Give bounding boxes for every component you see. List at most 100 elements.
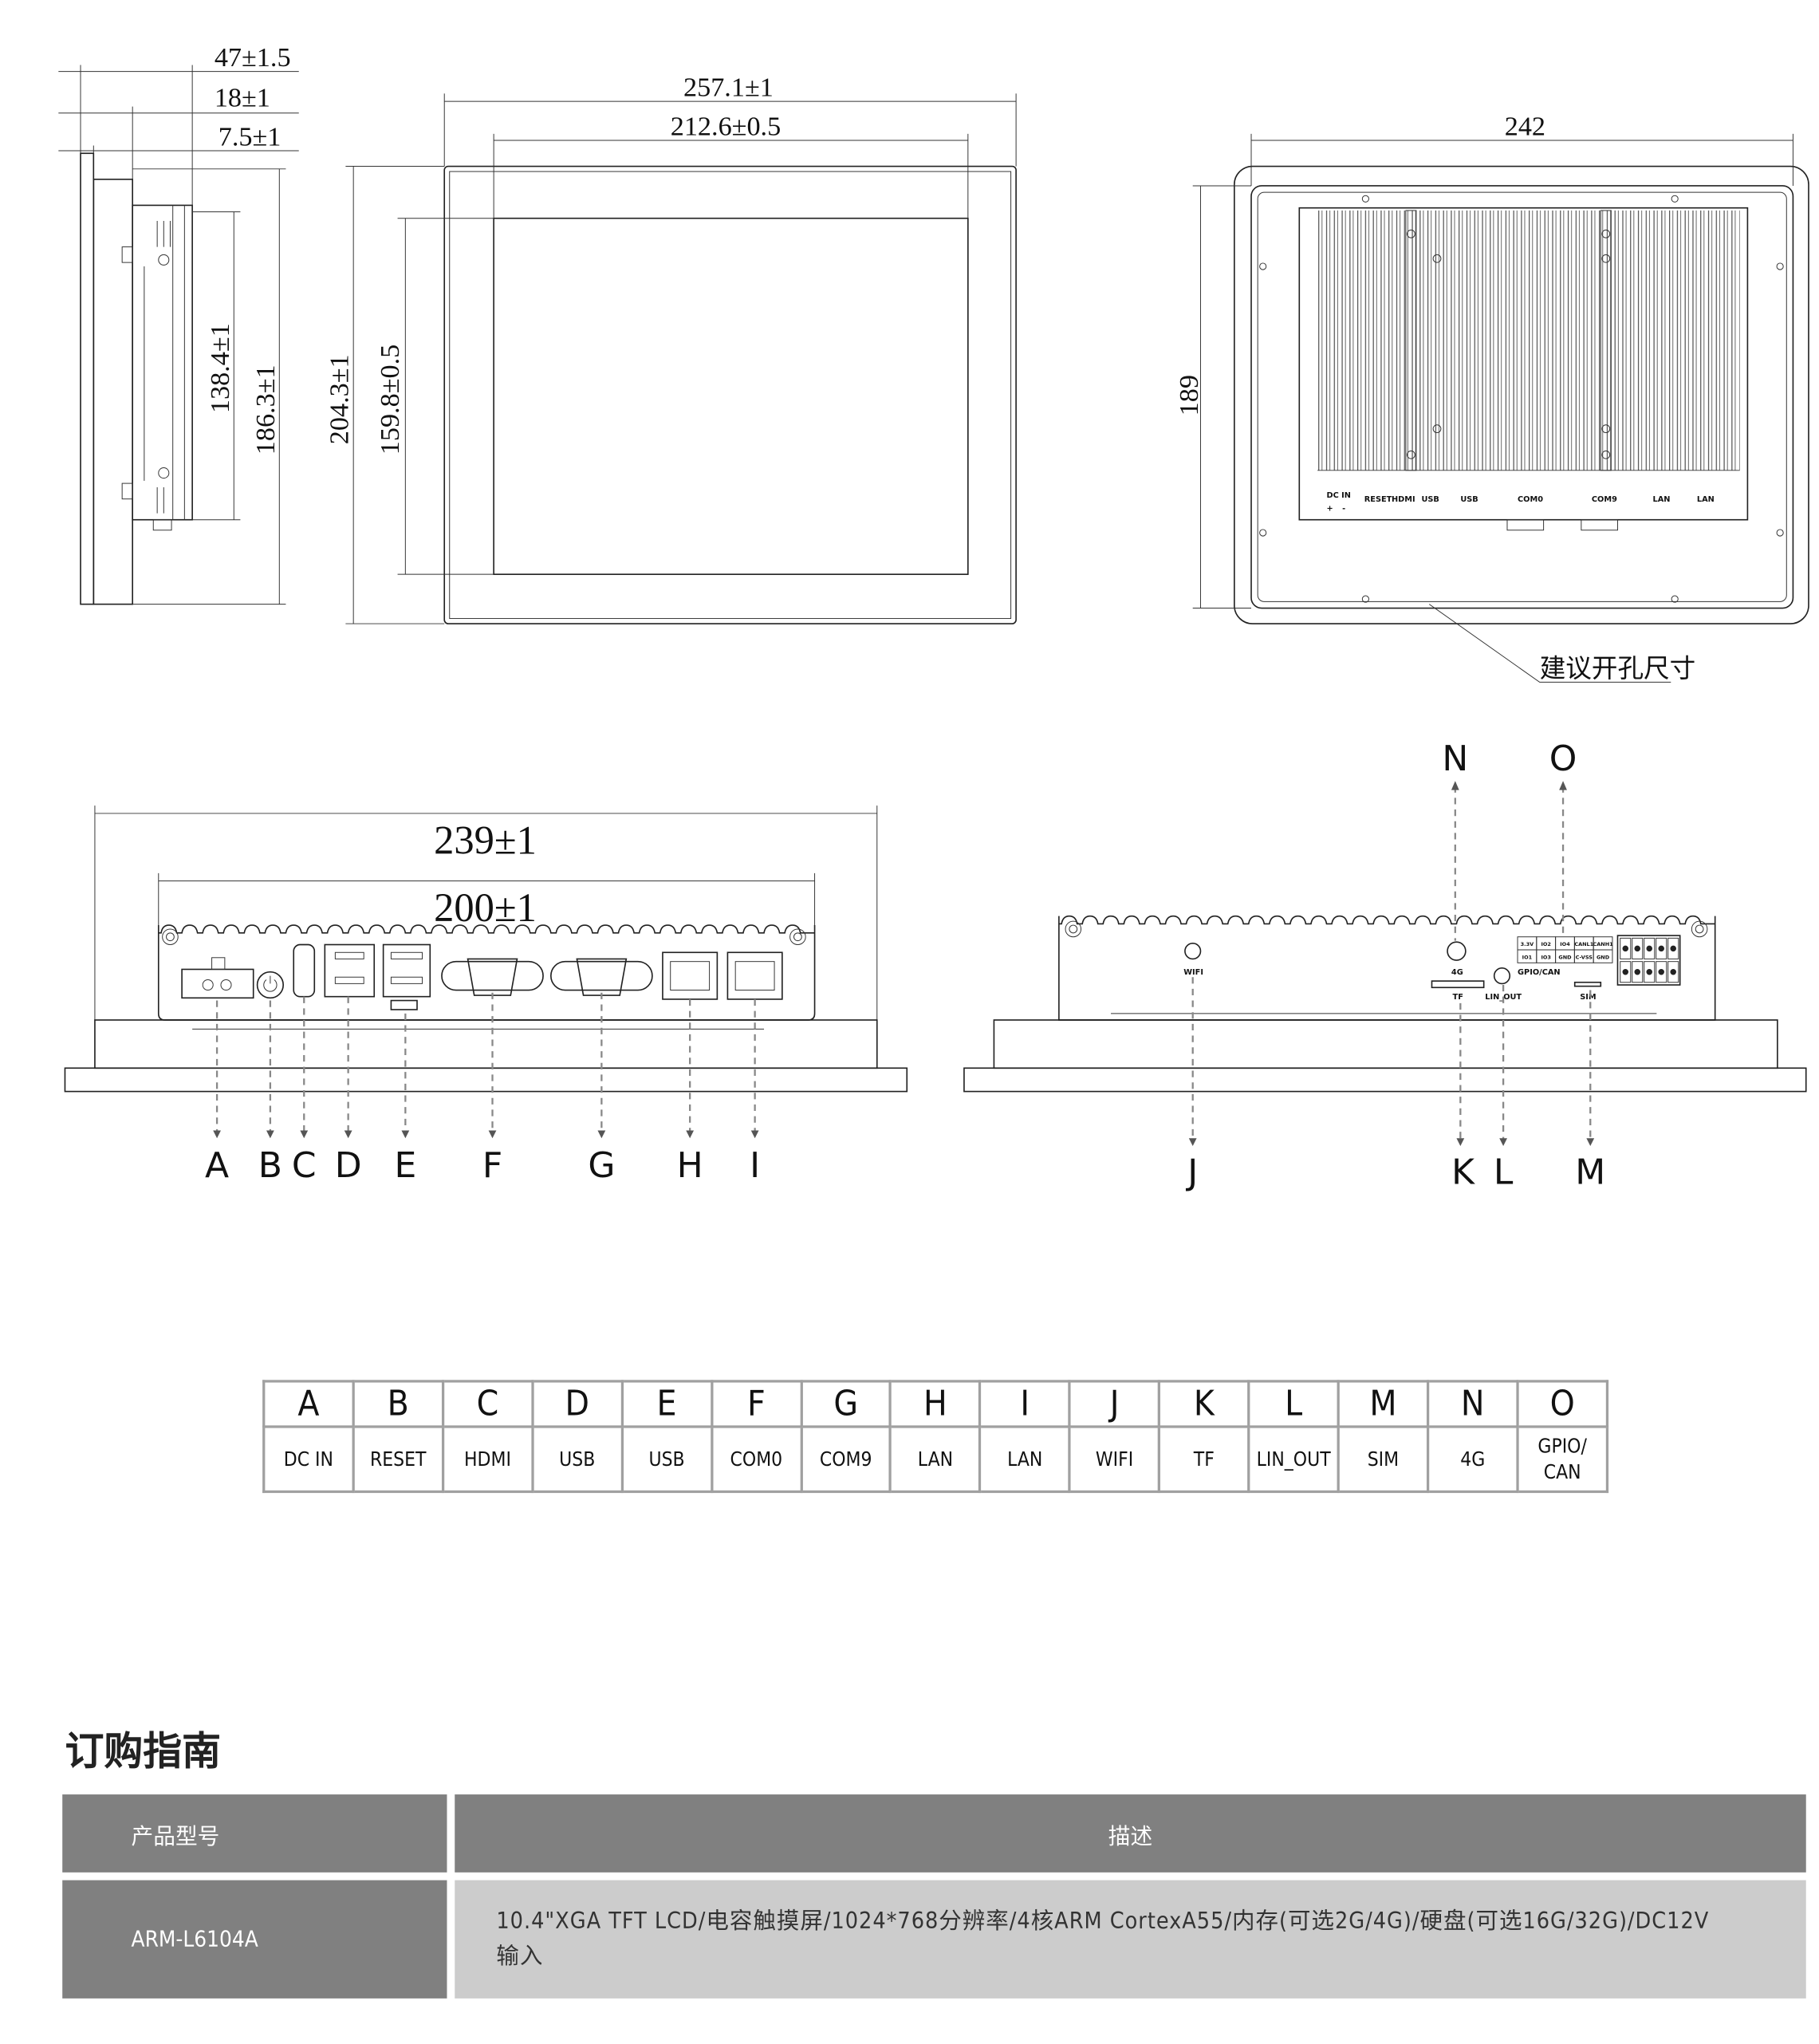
- screw-holes: [1259, 195, 1784, 603]
- gpio-pin-label: CANL1: [1574, 941, 1593, 947]
- dc-in-connector: [181, 968, 254, 999]
- silk-tf: TF: [1453, 993, 1463, 1002]
- callout-l: L: [1494, 1152, 1514, 1192]
- silk-plus: +: [1327, 504, 1333, 513]
- ordering-guide-title: 订购指南: [65, 1729, 221, 1775]
- callout-n: N: [1442, 738, 1468, 779]
- silk-com0: COM0: [1518, 495, 1543, 504]
- callout-f: F: [482, 1145, 502, 1186]
- gpio-pin-label: C-VSS: [1576, 954, 1593, 960]
- port-letter-cell: G: [799, 1380, 892, 1428]
- port-letter-cell: L: [1247, 1380, 1340, 1428]
- callout-arrow: [266, 1130, 274, 1139]
- callout-arrow: [1559, 781, 1567, 790]
- terminal-pin: [1646, 968, 1652, 975]
- port-name-cell: DC IN: [262, 1425, 355, 1494]
- gpio-pin-label: GND: [1597, 954, 1610, 960]
- terminal-pin: [1634, 945, 1640, 952]
- port-letter-cell: D: [531, 1380, 624, 1428]
- callout-a: A: [205, 1145, 229, 1186]
- callout-c: C: [292, 1145, 317, 1186]
- port-name-cell: LIN_OUT: [1247, 1425, 1340, 1494]
- gpio-pin-label: IO2: [1541, 941, 1550, 947]
- callout-m: M: [1575, 1152, 1605, 1192]
- terminal-pin: [1670, 945, 1676, 952]
- callout-arrow: [1188, 1138, 1197, 1147]
- silk-com9: COM9: [1592, 495, 1617, 504]
- callout-arrow: [1451, 781, 1459, 790]
- silk-usb-2: USB: [1460, 495, 1478, 504]
- cutout-size-label: 建议开孔尺寸: [1540, 653, 1695, 683]
- dim-screen-width: 212.6±0.5: [671, 112, 781, 141]
- line-out-jack: [1493, 967, 1511, 985]
- sim-slot: [1573, 981, 1602, 987]
- dim-depth-box: 18±1: [215, 84, 270, 113]
- dim-screen-height: 159.8±0.5: [376, 345, 405, 455]
- callout-j: J: [1185, 1152, 1198, 1192]
- port-letter-cell: N: [1426, 1380, 1519, 1428]
- port-name-cell: 4G: [1426, 1425, 1519, 1494]
- silk-lan-1: LAN: [1652, 495, 1670, 504]
- port-name-cell: USB: [620, 1425, 713, 1494]
- gpio-pin-label: IO4: [1560, 941, 1570, 947]
- port-name-cell: USB: [531, 1425, 624, 1494]
- silk-lan-2: LAN: [1697, 495, 1715, 504]
- silk-reset: RESET: [1364, 495, 1392, 504]
- callout-arrow: [750, 1130, 759, 1139]
- port-name-cell: WIFI: [1068, 1425, 1161, 1494]
- gpio-pin-label: CANH1: [1593, 941, 1613, 947]
- port-name-cell: SIM: [1337, 1425, 1430, 1494]
- dim-box-width: 200±1: [434, 885, 537, 930]
- wifi-antenna-port: [1184, 943, 1202, 960]
- gpio-pin-label: 3.3V: [1521, 941, 1534, 947]
- port-letter-cell: M: [1337, 1380, 1430, 1428]
- terminal-pin: [1670, 968, 1676, 975]
- port-letter-cell: K: [1158, 1380, 1250, 1428]
- callout-d: D: [335, 1145, 362, 1186]
- callout-arrow: [300, 1130, 309, 1139]
- port-name-cell: TF: [1158, 1425, 1250, 1494]
- silk-wifi: WIFI: [1183, 968, 1203, 977]
- silk-gpio-can: GPIO/CAN: [1518, 968, 1561, 977]
- dim-bezel-height: 186.3±1: [251, 364, 281, 455]
- silk-dc-in: DC IN: [1327, 491, 1351, 500]
- com9-port: [550, 958, 653, 996]
- port-letter-cell: A: [262, 1380, 355, 1428]
- callout-g: G: [588, 1145, 615, 1186]
- 4g-antenna-port: [1447, 941, 1467, 961]
- callout-arrow: [1586, 1138, 1595, 1147]
- callout-b: B: [258, 1145, 282, 1186]
- dim-height: 204.3±1: [325, 354, 355, 444]
- port-letter-cell: I: [978, 1380, 1072, 1428]
- terminal-pin: [1658, 968, 1664, 975]
- row-model: ARM-L6104A: [62, 1880, 447, 1999]
- hdmi-port: [293, 943, 316, 998]
- port-letter-cell: C: [441, 1380, 534, 1428]
- dim-depth-total: 47±1.5: [215, 43, 291, 73]
- terminal-pin: [1658, 945, 1664, 952]
- port-letter-cell: O: [1516, 1380, 1609, 1428]
- gpio-pin-label: IO1: [1522, 954, 1533, 960]
- port-letter-cell: F: [710, 1380, 803, 1428]
- port-name-cell: LAN: [978, 1425, 1072, 1494]
- header-model: 产品型号: [62, 1794, 447, 1873]
- com0-port: [441, 958, 544, 996]
- port-name-cell: COM0: [710, 1425, 803, 1494]
- callout-arrow: [344, 1130, 352, 1139]
- callout-arrow: [213, 1130, 221, 1139]
- usb-port-e: [382, 943, 431, 998]
- callout-arrow: [1499, 1138, 1507, 1147]
- port-letter-cell: B: [352, 1380, 444, 1428]
- port-letter-cell: E: [620, 1380, 713, 1428]
- callout-arrow: [488, 1130, 497, 1139]
- terminal-pin: [1646, 945, 1652, 952]
- usb-port-d: [324, 943, 376, 998]
- dim-box-height: 138.4±1: [206, 323, 235, 413]
- side-view: 47±1.5 18±1 7.5±1 138.4±1 186.3±1: [58, 43, 299, 605]
